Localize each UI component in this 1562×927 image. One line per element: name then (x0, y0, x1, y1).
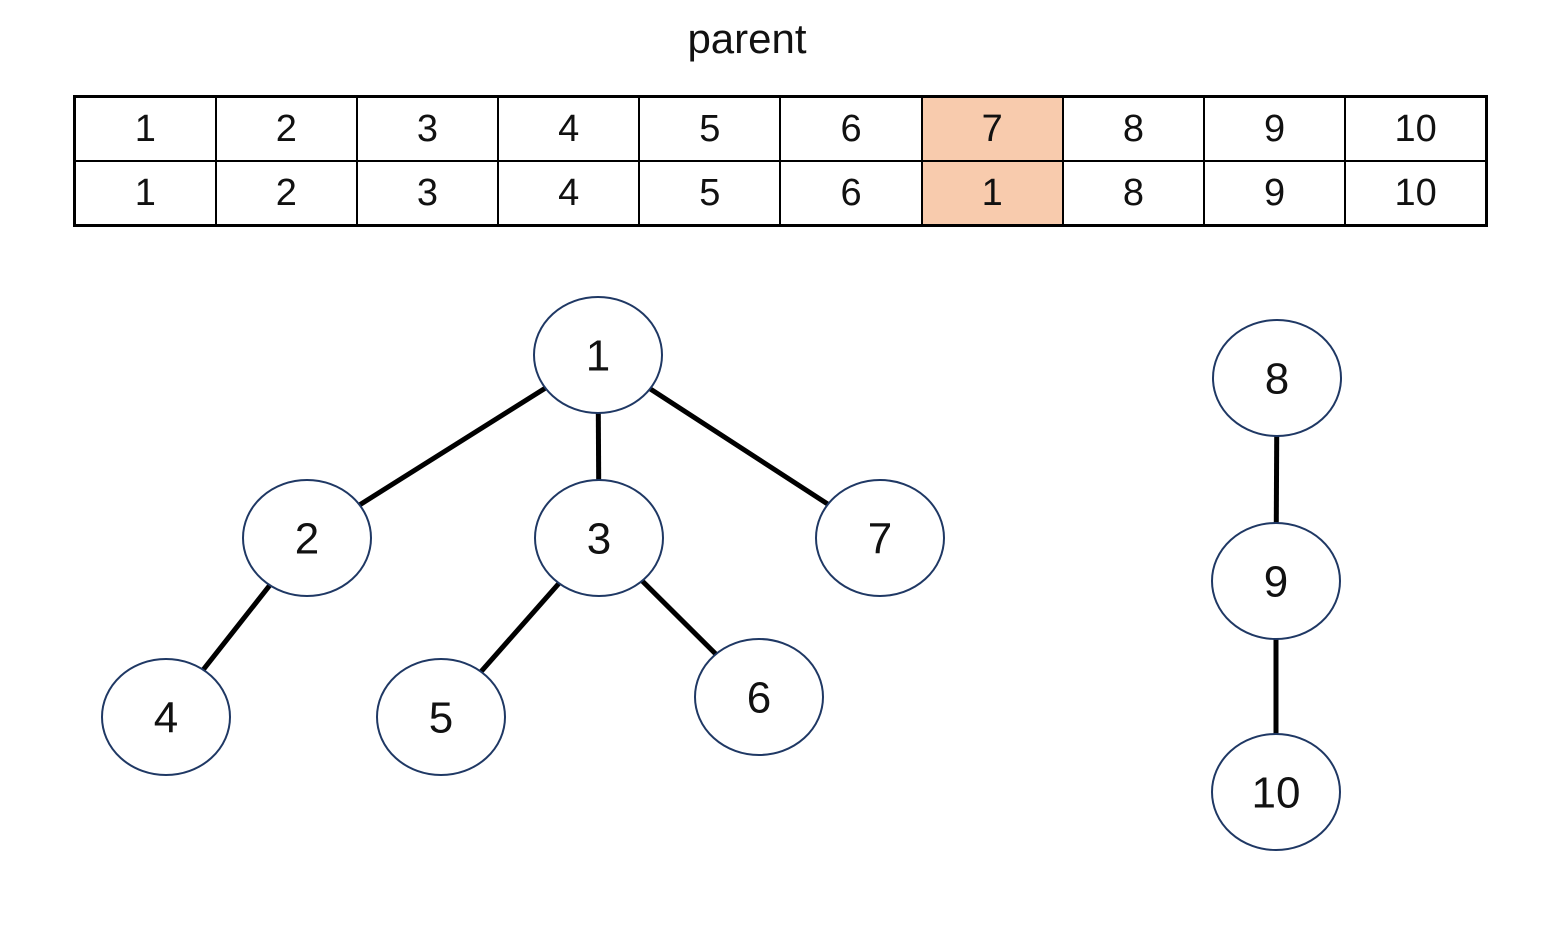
tree-edge-3-6 (597, 536, 761, 699)
tree-node-3: 3 (534, 479, 664, 597)
tree-node-label-8: 8 (1265, 354, 1289, 403)
parent-cell-6: 6 (779, 160, 923, 227)
tree-node-label-7: 7 (868, 514, 892, 563)
index-cell-3: 3 (355, 95, 500, 162)
index-cell-4: 4 (497, 95, 641, 162)
parent-cell-9: 9 (1202, 160, 1347, 227)
tree-node-circle-3 (534, 479, 664, 597)
tree-node-1: 1 (533, 296, 663, 414)
tree-node-circle-7 (815, 479, 945, 597)
diagram-title: parent (687, 15, 807, 62)
index-cell-2: 2 (214, 95, 358, 162)
tree-node-label-3: 3 (587, 514, 611, 563)
tree-node-2: 2 (242, 479, 372, 597)
tree-node-5: 5 (376, 658, 506, 776)
tree-node-label-2: 2 (295, 514, 319, 563)
tree-node-10: 10 (1211, 733, 1341, 851)
index-cell-9: 9 (1202, 95, 1347, 162)
tree-edge-3-5 (439, 536, 601, 719)
tree-node-circle-10 (1211, 733, 1341, 851)
tree-edge-1-7 (596, 352, 882, 541)
tree-edge-1-2 (305, 352, 600, 541)
tree-node-4: 4 (101, 658, 231, 776)
tree-node-label-9: 9 (1264, 557, 1288, 606)
tree-node-label-10: 10 (1252, 768, 1301, 817)
tree-edge-1-3 (595, 354, 602, 539)
tree-node-circle-1 (533, 296, 663, 414)
tree-node-circle-6 (694, 638, 824, 756)
tree-node-9: 9 (1211, 522, 1341, 640)
tree-node-6: 6 (694, 638, 824, 756)
parent-cell-1: 1 (73, 160, 217, 227)
tree-node-label-4: 4 (154, 693, 178, 742)
tree-node-circle-8 (1212, 319, 1342, 437)
tree-node-8: 8 (1212, 319, 1342, 437)
parent-cell-2: 2 (214, 160, 358, 227)
tree-node-7: 7 (815, 479, 945, 597)
tree-node-circle-2 (242, 479, 372, 597)
tree-edge-2-4 (164, 536, 309, 719)
tree-node-label-5: 5 (429, 693, 453, 742)
parent-cell-10: 10 (1344, 160, 1488, 227)
index-cell-5: 5 (638, 95, 782, 162)
tree-node-circle-4 (101, 658, 231, 776)
parent-cell-5: 5 (638, 160, 782, 227)
parent-cell-7: 1 (920, 160, 1064, 227)
tree-node-circle-9 (1211, 522, 1341, 640)
tree-node-circle-5 (376, 658, 506, 776)
tree-node-label-6: 6 (747, 673, 771, 722)
index-cell-1: 1 (73, 95, 217, 162)
tree-edge-8-9 (1273, 377, 1280, 582)
parent-cell-4: 4 (497, 160, 641, 227)
index-cell-7: 7 (920, 95, 1064, 162)
tree-node-label-1: 1 (586, 331, 610, 380)
index-cell-6: 6 (779, 95, 923, 162)
parent-cell-3: 3 (355, 160, 500, 227)
index-cell-10: 10 (1344, 95, 1488, 162)
index-cell-8: 8 (1061, 95, 1206, 162)
parent-cell-8: 8 (1061, 160, 1206, 227)
